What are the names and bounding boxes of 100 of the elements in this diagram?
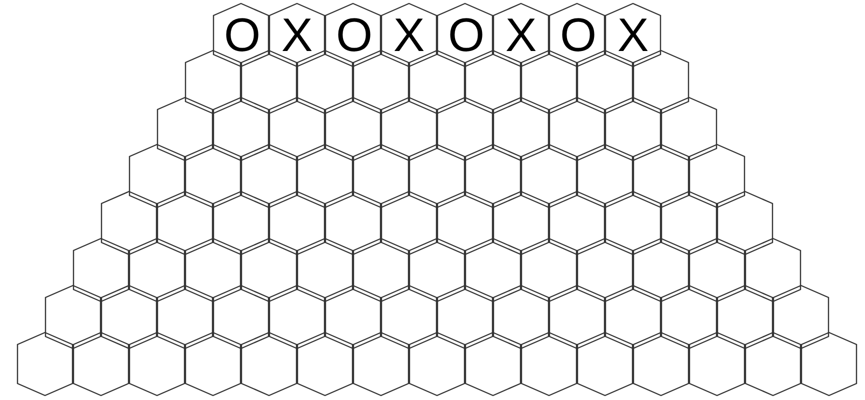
hexagon-cell bbox=[661, 97, 717, 161]
hexagon-cell bbox=[549, 285, 605, 349]
hexagon-cell bbox=[745, 238, 801, 302]
hexagon-cell bbox=[633, 332, 689, 396]
cell-mark: O bbox=[560, 14, 594, 56]
hexagon-cell bbox=[381, 285, 437, 349]
hexagon-cell bbox=[549, 3, 605, 67]
hexagon-cell bbox=[437, 97, 493, 161]
hexagon-cell bbox=[213, 191, 269, 255]
hexagon-cell bbox=[549, 97, 605, 161]
hexagon-cell bbox=[437, 285, 493, 349]
hexagon-cell bbox=[185, 238, 241, 302]
hexagon-cell bbox=[213, 3, 269, 67]
cell-mark: O bbox=[448, 14, 482, 56]
hexagon-cell bbox=[185, 144, 241, 208]
hexagon-cell bbox=[101, 191, 157, 255]
hexagon-cell bbox=[101, 285, 157, 349]
hexagon-cell bbox=[577, 144, 633, 208]
hexagon-cell bbox=[549, 191, 605, 255]
hexagon-cell bbox=[605, 285, 661, 349]
hexagon-cell bbox=[605, 97, 661, 161]
hexagon-cell bbox=[269, 97, 325, 161]
hexagon-cell bbox=[325, 97, 381, 161]
hexagon-cell bbox=[297, 144, 353, 208]
hexagon-cell bbox=[605, 3, 661, 67]
hexagon-cell bbox=[689, 238, 745, 302]
hexagon-cell bbox=[437, 191, 493, 255]
hexagon-cell bbox=[465, 332, 521, 396]
cell-mark: X bbox=[392, 14, 426, 56]
hexagon-cell bbox=[745, 332, 801, 396]
hexagon-cell bbox=[521, 50, 577, 114]
hexagon-cell bbox=[521, 238, 577, 302]
hexagon-cell bbox=[353, 144, 409, 208]
hexagon-cell bbox=[157, 191, 213, 255]
hexagon-cell bbox=[129, 144, 185, 208]
hexagon-cell bbox=[325, 3, 381, 67]
cell-mark: X bbox=[504, 14, 538, 56]
hexagon-cell bbox=[521, 332, 577, 396]
hexagon-cell bbox=[717, 191, 773, 255]
hexagon-cell bbox=[241, 50, 297, 114]
hexagon-cell bbox=[269, 191, 325, 255]
hexagon-cell bbox=[409, 50, 465, 114]
hexagon-cell bbox=[801, 332, 857, 396]
hexagon-cell bbox=[465, 144, 521, 208]
hexagon-cell bbox=[493, 3, 549, 67]
hexagon-cell bbox=[689, 332, 745, 396]
hexagon-cell bbox=[353, 50, 409, 114]
hexagon-cell bbox=[717, 285, 773, 349]
hexagon-cell bbox=[73, 238, 129, 302]
hexagon-cell bbox=[689, 144, 745, 208]
hexagon-cell bbox=[45, 285, 101, 349]
cell-mark: X bbox=[280, 14, 314, 56]
hexagon-cell bbox=[185, 50, 241, 114]
hexagon-cell bbox=[325, 285, 381, 349]
hexagon-cell bbox=[605, 191, 661, 255]
hexagon-cell bbox=[241, 238, 297, 302]
hexagon-cell bbox=[213, 285, 269, 349]
hexagon-cell bbox=[185, 332, 241, 396]
hexagon-cell bbox=[297, 50, 353, 114]
hexagon-cell bbox=[129, 238, 185, 302]
hexagon-cell bbox=[773, 285, 829, 349]
hexagon-cell bbox=[297, 238, 353, 302]
hexagon-cell bbox=[493, 191, 549, 255]
hexagon-cell bbox=[297, 332, 353, 396]
hexagon-cell bbox=[409, 144, 465, 208]
hexagon-cell bbox=[241, 144, 297, 208]
hexagon-cell bbox=[493, 97, 549, 161]
hexagon-cell bbox=[493, 285, 549, 349]
hexagon-cell bbox=[633, 144, 689, 208]
hexagon-cell bbox=[577, 238, 633, 302]
hexagon-cell bbox=[381, 3, 437, 67]
cell-mark: X bbox=[616, 14, 650, 56]
hexagon-cell bbox=[633, 50, 689, 114]
hexagon-cell bbox=[73, 332, 129, 396]
hexagon-cell bbox=[17, 332, 73, 396]
hexagon-cell bbox=[521, 144, 577, 208]
hexagon-cell bbox=[213, 97, 269, 161]
hexagon-cell bbox=[465, 50, 521, 114]
hexagon-cell bbox=[409, 332, 465, 396]
hexagon-cell bbox=[437, 3, 493, 67]
cell-mark: O bbox=[336, 14, 370, 56]
hexagon-cell bbox=[129, 332, 185, 396]
hexagon-cell bbox=[661, 191, 717, 255]
hexagon-cell bbox=[157, 97, 213, 161]
hexagon-cell bbox=[381, 97, 437, 161]
cell-mark: O bbox=[224, 14, 258, 56]
hexagon-cell bbox=[661, 285, 717, 349]
hexagon-cell bbox=[325, 191, 381, 255]
hexagon-cell bbox=[577, 332, 633, 396]
hexagon-cell bbox=[353, 332, 409, 396]
hexagon-cell bbox=[269, 3, 325, 67]
hexagon-cell bbox=[353, 238, 409, 302]
hexagon-cell bbox=[241, 332, 297, 396]
hexagon-cell bbox=[409, 238, 465, 302]
hexagon-cell bbox=[465, 238, 521, 302]
hexagon-cell bbox=[577, 50, 633, 114]
hexagon-cell bbox=[633, 238, 689, 302]
hexagon-cell bbox=[157, 285, 213, 349]
hexagon-cell bbox=[269, 285, 325, 349]
hexagon-cell bbox=[381, 191, 437, 255]
